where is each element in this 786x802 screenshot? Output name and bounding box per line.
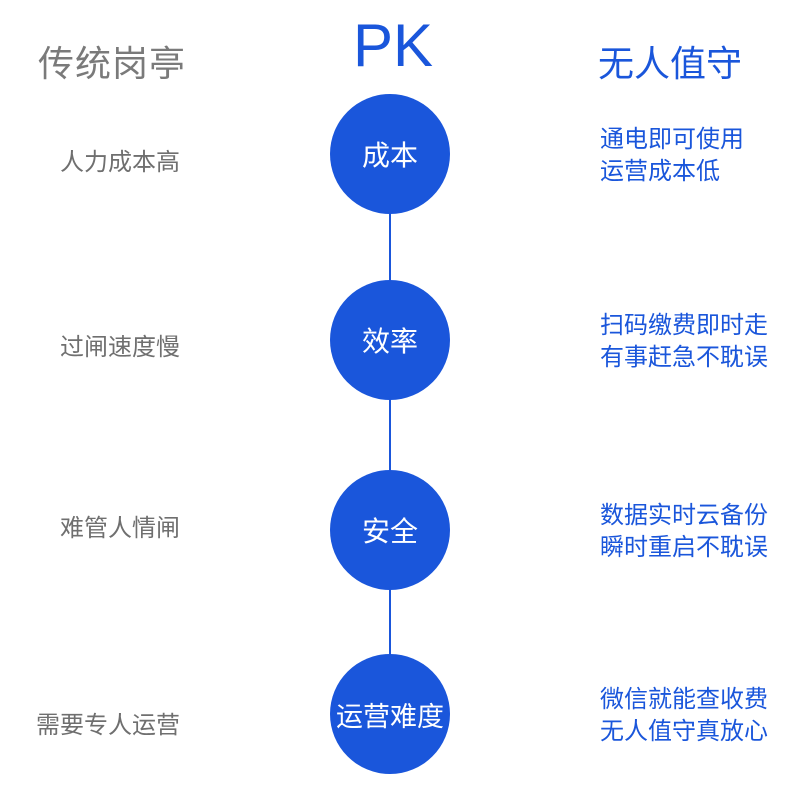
right-desc-line: 扫码缴费即时走 [600, 311, 768, 339]
connector-line [389, 398, 391, 473]
left-label-security: 难管人情闸 [60, 514, 180, 542]
right-desc-line: 瞬时重启不耽误 [600, 533, 768, 561]
circle-cost: 成本 [330, 94, 450, 214]
right-desc-line: 通电即可使用 [600, 125, 744, 153]
circle-efficiency: 效率 [330, 280, 450, 400]
connector-line [389, 213, 391, 281]
left-label-cost: 人力成本高 [60, 148, 180, 176]
unattended-title: 无人值守 [598, 44, 743, 85]
right-desc-security: 数据实时云备份 瞬时重启不耽误 [600, 499, 768, 563]
circle-security: 安全 [330, 470, 450, 590]
circle-operation: 运营难度 [330, 654, 450, 774]
right-desc-line: 微信就能查收费 [600, 685, 768, 713]
right-desc-line: 运营成本低 [600, 157, 720, 185]
pk-title: PK [352, 12, 434, 79]
right-desc-line: 有事赶急不耽误 [600, 343, 768, 371]
right-desc-cost: 通电即可使用 运营成本低 [600, 123, 744, 187]
connector-line [389, 589, 391, 655]
right-desc-line: 无人值守真放心 [600, 717, 768, 745]
right-desc-operation: 微信就能查收费 无人值守真放心 [600, 683, 768, 747]
left-label-operation: 需要专人运营 [36, 711, 180, 739]
right-desc-line: 数据实时云备份 [600, 501, 768, 529]
left-label-efficiency: 过闸速度慢 [60, 333, 180, 361]
traditional-booth-title: 传统岗亭 [38, 44, 187, 85]
right-desc-efficiency: 扫码缴费即时走 有事赶急不耽误 [600, 309, 768, 373]
